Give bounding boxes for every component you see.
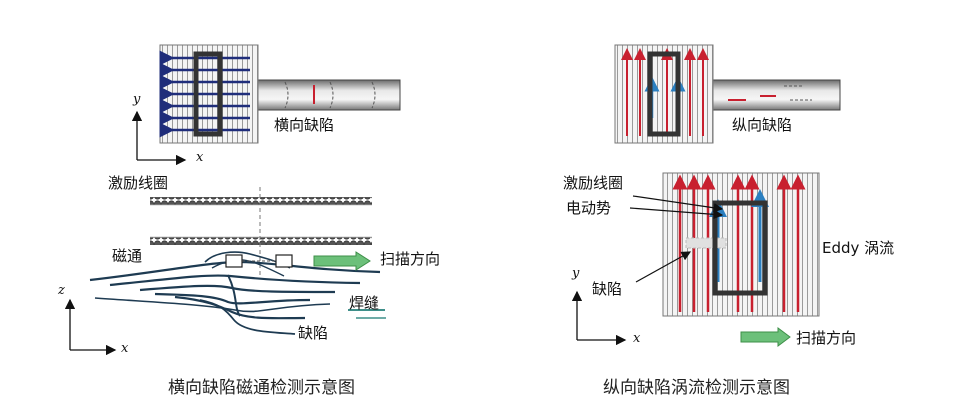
label-defect-left: 缺陷	[298, 324, 329, 342]
left-bottom-axes	[64, 298, 117, 356]
label-scan-left: 扫描方向	[380, 250, 441, 268]
right-axes	[571, 290, 627, 346]
label-transverse-defect: 横向缺陷	[274, 116, 335, 134]
caption-left: 横向缺陷磁通检测示意图	[168, 378, 355, 398]
eddy-arrows-small	[621, 48, 709, 136]
label-scan-right: 扫描方向	[796, 329, 857, 347]
coil-outline-right-big	[712, 200, 768, 296]
left-top-coil-grid	[159, 44, 259, 144]
right-scan-arrow	[740, 327, 791, 347]
right-top-pipe	[707, 79, 841, 111]
axis-label-right-y: y	[572, 266, 580, 281]
label-longitudinal-defect: 纵向缺陷	[732, 116, 793, 134]
label-coil-left: 激励线圈	[108, 174, 169, 192]
flux-arrows-navy	[159, 50, 250, 138]
right-big-coil-grid	[662, 172, 820, 317]
axis-label-bottom-x: x	[121, 341, 129, 356]
axis-label-right-x: x	[633, 331, 641, 346]
label-coil-right: 激励线圈	[563, 174, 624, 192]
left-scan-arrow	[313, 251, 371, 271]
coil-outline-right	[647, 51, 681, 137]
label-defect-right: 缺陷	[592, 280, 623, 298]
label-emf: 电动势	[566, 199, 612, 217]
left-bottom-pipe	[150, 187, 372, 275]
label-weld: 焊缝	[349, 294, 380, 312]
left-top-axes	[131, 110, 187, 166]
sensor-boxes	[225, 254, 293, 268]
label-eddy: Eddy 涡流	[822, 239, 895, 257]
weld-lines	[348, 309, 386, 319]
caption-right: 纵向缺陷涡流检测示意图	[603, 378, 790, 398]
axis-label-top-x: x	[196, 150, 204, 165]
coil-outline	[193, 51, 223, 137]
flux-lines-field	[89, 251, 381, 335]
defect-patch	[685, 237, 727, 249]
right-top-coil-grid	[614, 44, 714, 144]
left-top-pipe	[249, 79, 401, 111]
axis-label-bottom-z: z	[58, 283, 65, 298]
label-flux: 磁通	[112, 247, 143, 265]
axis-label-top-y: y	[133, 92, 141, 107]
right-pointer-lines	[629, 195, 724, 283]
